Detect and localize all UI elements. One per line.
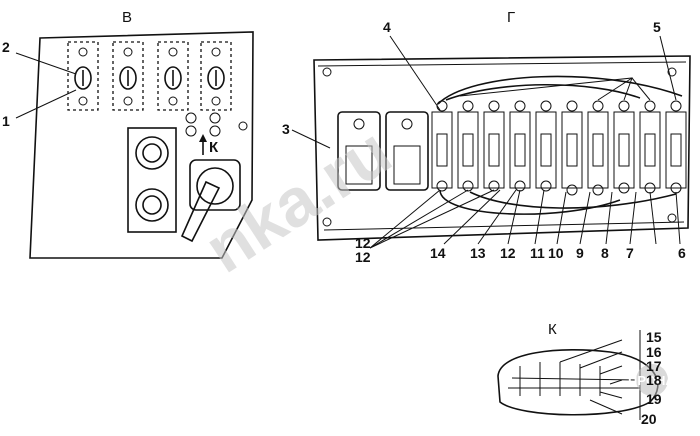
callout-11: 11: [530, 245, 545, 261]
callout-9: 9: [576, 245, 584, 261]
callout-6: 6: [678, 245, 686, 261]
callout-19: 19: [646, 391, 662, 407]
switch-panel: [29, 31, 254, 259]
view-title-k: К: [548, 321, 557, 338]
callout-1: 1: [2, 113, 10, 129]
socket-block: [127, 127, 177, 233]
relay-pair: [337, 111, 429, 191]
watermark-text: nka.ru: [192, 113, 405, 288]
leader-lines: [15, 35, 681, 415]
ground-switch: [180, 134, 241, 243]
stamp-text: ПРОНА: [628, 373, 675, 388]
view-title-g: Г: [507, 9, 515, 26]
callout-3: 3: [282, 121, 290, 137]
callout-5: 5: [653, 19, 661, 35]
view-title-b: В: [122, 9, 132, 26]
indicator-lamps: [185, 112, 248, 137]
wire-harness: [437, 75, 683, 215]
fuse-holders: [431, 100, 687, 196]
callout-7: 7: [626, 245, 634, 261]
callout-10: 10: [548, 245, 564, 261]
stamp-logo: ПРОНА: [628, 364, 675, 396]
fuse-board: [313, 55, 691, 241]
callout-16: 16: [646, 344, 662, 360]
callout-12-right: 12: [500, 245, 516, 261]
callout-4: 4: [383, 19, 391, 35]
callout-14: 14: [430, 245, 446, 261]
callout-15: 15: [646, 329, 662, 345]
view-arrow-k-label: К: [209, 139, 219, 156]
callout-17: 17: [646, 358, 662, 374]
callout-12-left: 12: [355, 249, 371, 265]
callout-18: 18: [646, 372, 662, 388]
callout-8: 8: [601, 245, 609, 261]
toggle-switches: [67, 41, 232, 111]
callout-20: 20: [641, 411, 657, 427]
callout-13: 13: [470, 245, 486, 261]
callout-12-left-top: 12: [355, 235, 371, 251]
callout-2: 2: [2, 39, 10, 55]
